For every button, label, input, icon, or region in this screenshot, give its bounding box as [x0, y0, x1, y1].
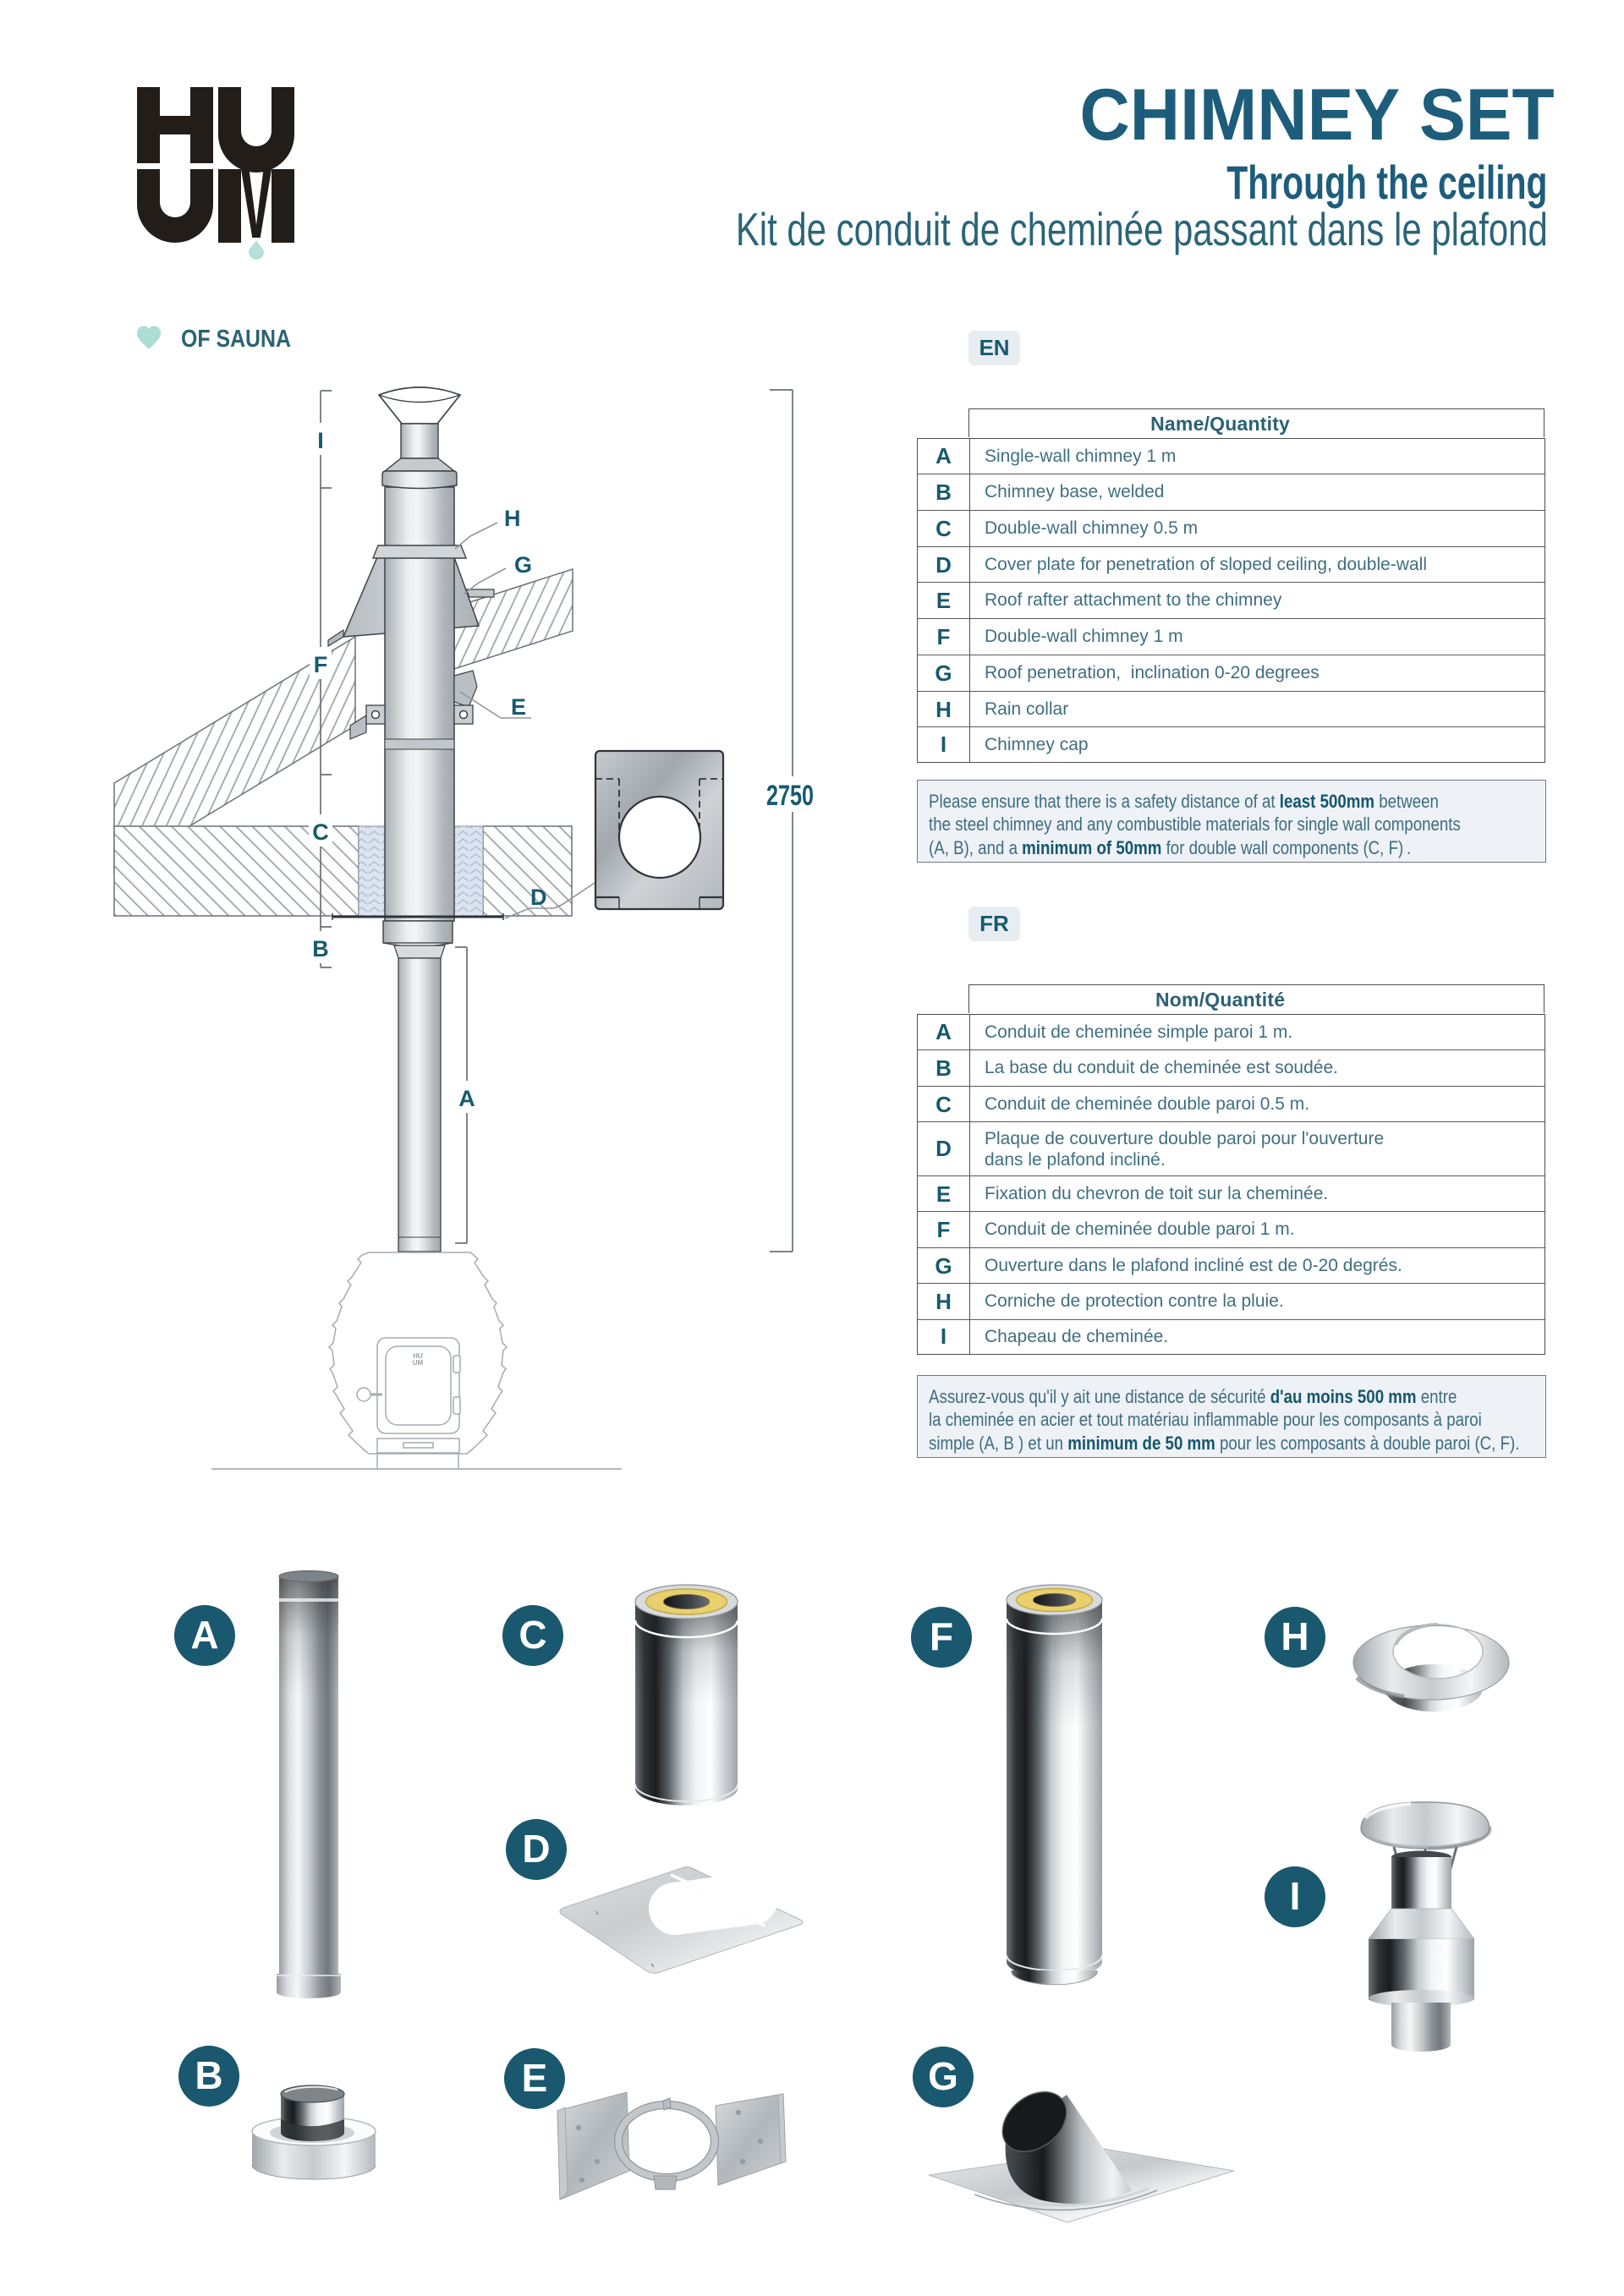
svg-text:2750: 2750 — [766, 780, 814, 812]
svg-text:E: E — [511, 694, 526, 720]
svg-text:A: A — [458, 1086, 475, 1111]
svg-text:G: G — [514, 552, 532, 578]
svg-text:OF SAUNA: OF SAUNA — [181, 326, 291, 353]
svg-text:UM: UM — [413, 1359, 424, 1367]
svg-text:D: D — [530, 885, 547, 910]
svg-text:H: H — [504, 506, 521, 531]
svg-text:F: F — [314, 652, 328, 677]
svg-text:B: B — [312, 936, 329, 962]
svg-text:I: I — [317, 428, 324, 453]
svg-text:HU: HU — [413, 1352, 423, 1360]
svg-text:C: C — [312, 819, 329, 845]
